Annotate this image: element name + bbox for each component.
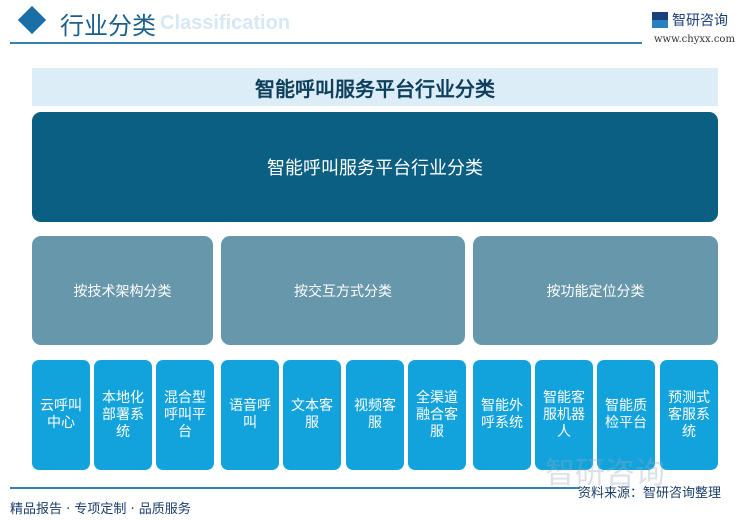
- logo: 智研咨询: [652, 10, 728, 30]
- source-note: 资料来源：智研咨询整理: [578, 486, 722, 501]
- footer-divider: [10, 487, 580, 489]
- logo-text: 智研咨询: [672, 13, 728, 29]
- leaf-node: 智能外呼系统: [473, 360, 531, 470]
- root-node: 智能呼叫服务平台行业分类: [32, 112, 718, 222]
- page-title: 行业分类: [60, 12, 156, 40]
- title-en: Classification: [160, 12, 291, 34]
- leaf-node: 语音呼叫: [221, 360, 279, 470]
- watermark: 智研咨询: [545, 456, 665, 491]
- group-node: 按技术架构分类: [32, 236, 213, 345]
- logo-icon: [652, 12, 668, 28]
- group-node: 按交互方式分类: [221, 236, 465, 345]
- diagram-title: 智能呼叫服务平台行业分类: [32, 68, 718, 106]
- footer-slogan: 精品报告 · 专项定制 · 品质服务: [10, 502, 191, 517]
- leaf-node: 文本客服: [283, 360, 341, 470]
- leaf-node: 视频客服: [346, 360, 404, 470]
- leaf-node: 混合型呼叫平台: [156, 360, 214, 470]
- leaf-node: 预测式客服系统: [660, 360, 718, 470]
- group-node: 按功能定位分类: [473, 236, 718, 345]
- leaf-node: 本地化部署系统: [94, 360, 152, 470]
- leaf-node: 智能客服机器人: [535, 360, 593, 470]
- header-divider: [10, 42, 642, 44]
- leaf-node: 云呼叫中心: [32, 360, 90, 470]
- leaf-node: 智能质检平台: [597, 360, 655, 470]
- site-url: www.chyxx.com: [654, 34, 735, 45]
- leaf-node: 全渠道融合客服: [408, 360, 466, 470]
- diamond-icon: [17, 5, 47, 35]
